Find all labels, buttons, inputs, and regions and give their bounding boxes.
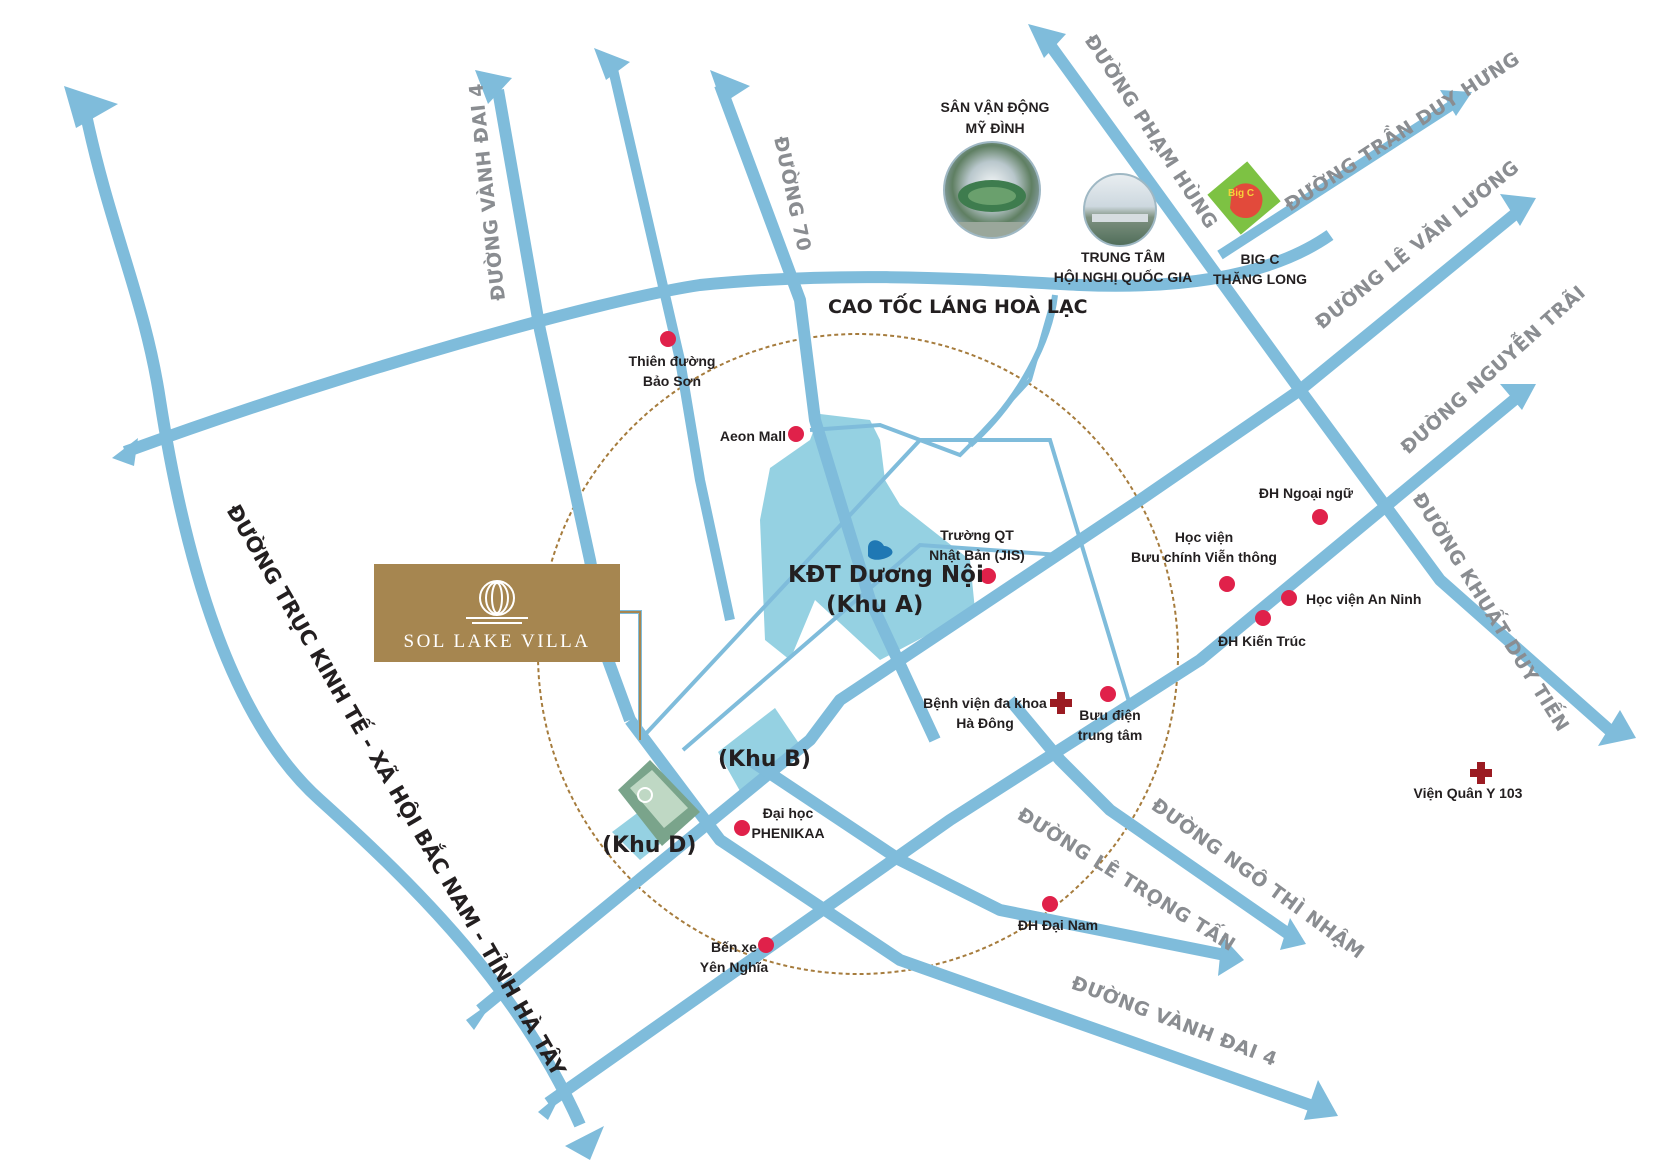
brand-logo-icon bbox=[466, 580, 528, 624]
road-truc-kinh-te bbox=[79, 108, 586, 1128]
label-khu-d: (Khu D) bbox=[602, 833, 696, 858]
label-nguyen-trai: ĐƯỜNG NGUYỄN TRÃI bbox=[1393, 278, 1590, 459]
road-lang-hoa-lac bbox=[122, 230, 1334, 458]
brand-name: SOL LAKE VILLA bbox=[404, 631, 591, 652]
road-ngo-thi-nham bbox=[1005, 696, 1294, 940]
label-vien-quan-y: Viện Quân Y 103 bbox=[1414, 785, 1523, 801]
poi-kien-truc-dot bbox=[1255, 610, 1271, 626]
poi-buu-chinh-dot bbox=[1219, 576, 1235, 592]
label-stadium-2: MỸ ĐÌNH bbox=[965, 119, 1024, 136]
road-nguyen-trai bbox=[544, 390, 1524, 1108]
poi-jis-dot bbox=[980, 568, 996, 584]
label-aeon: Aeon Mall bbox=[720, 428, 786, 444]
lake-icon bbox=[868, 540, 893, 560]
label-lang-hoa-lac: CAO TỐC LÁNG HOÀ LẠC bbox=[828, 292, 1088, 318]
label-benh-vien-2: Hà Đông bbox=[956, 715, 1014, 731]
bigc-logo-text: Big C bbox=[1228, 188, 1254, 199]
poi-ben-xe-dot bbox=[758, 937, 774, 953]
label-buu-dien-2: trung tâm bbox=[1078, 727, 1143, 743]
road-thin-north bbox=[607, 63, 735, 622]
label-ngo-thi-nham: ĐƯỜNG NGÔ THÌ NHẬM bbox=[1147, 793, 1370, 964]
poi-aeon-dot bbox=[788, 426, 804, 442]
hospital-ha-dong-icon bbox=[1050, 692, 1072, 714]
poi-dots bbox=[660, 331, 1328, 953]
road-le-trong-tan bbox=[746, 755, 1227, 961]
label-buu-chinh-1: Học viện bbox=[1175, 529, 1233, 545]
label-khuat-duy-tien: ĐƯỜNG KHUẤT DUY TIẾN bbox=[1408, 487, 1577, 736]
poi-buu-dien-dot bbox=[1100, 686, 1116, 702]
label-an-ninh: Học viện An Ninh bbox=[1306, 591, 1421, 607]
label-jis-2: Nhật Bản (JIS) bbox=[929, 547, 1025, 563]
bigc-logo bbox=[1207, 161, 1281, 235]
road-le-van-luong bbox=[476, 205, 1524, 1015]
label-khu-b: (Khu B) bbox=[718, 747, 811, 772]
label-buu-dien-1: Bưu điện bbox=[1079, 707, 1140, 723]
label-ben-xe-1: Bến xe bbox=[711, 939, 757, 955]
label-benh-vien-1: Bệnh viện đa khoa bbox=[923, 695, 1047, 711]
label-convention-2: HỘI NGHỊ QUỐC GIA bbox=[1054, 268, 1192, 285]
road-vanh-dai-4-north bbox=[492, 88, 636, 723]
hospital-103-icon bbox=[1470, 762, 1492, 784]
label-stadium-1: SÂN VẬN ĐỘNG bbox=[941, 98, 1050, 115]
zone-khu-a bbox=[760, 414, 975, 660]
poi-bao-son-dot bbox=[660, 331, 676, 347]
label-khu-a-line1: KĐT Dương Nội bbox=[788, 562, 984, 588]
roads bbox=[64, 24, 1636, 1160]
label-kien-truc: ĐH Kiến Trúc bbox=[1218, 633, 1306, 649]
khu-d-site-plan bbox=[618, 760, 700, 846]
poi-phenikaa-dot bbox=[734, 820, 750, 836]
label-bao-son-1: Thiên đường bbox=[629, 353, 716, 369]
poi-dai-nam-dot bbox=[1042, 896, 1058, 912]
road-pham-hung bbox=[1040, 34, 1619, 740]
label-ben-xe-2: Yên Nghĩa bbox=[700, 959, 769, 975]
label-khu-a-line2: (Khu A) bbox=[826, 592, 923, 618]
label-ngoai-ngu: ĐH Ngoại ngữ bbox=[1259, 485, 1354, 501]
brand-box: SOL LAKE VILLA bbox=[374, 564, 620, 662]
road-duong-70 bbox=[714, 82, 941, 743]
label-convention-1: TRUNG TÂM bbox=[1081, 248, 1165, 265]
label-bigc-1: BIG C bbox=[1241, 251, 1280, 267]
poi-an-ninh-dot bbox=[1281, 590, 1297, 606]
label-phenikaa-2: PHENIKAA bbox=[751, 825, 824, 841]
poi-ngoai-ngu-dot bbox=[1312, 509, 1328, 525]
label-phenikaa-1: Đại học bbox=[763, 805, 814, 821]
label-jis-1: Trường QT bbox=[940, 527, 1014, 543]
zone-khu-b bbox=[718, 708, 800, 800]
road-vanh-dai-4-south bbox=[625, 716, 1313, 1111]
label-buu-chinh-2: Bưu chính Viễn thông bbox=[1131, 549, 1277, 565]
road-tran-duy-hung bbox=[1217, 95, 1463, 260]
brand-connector bbox=[619, 611, 641, 740]
label-bao-son-2: Bảo Sơn bbox=[643, 373, 701, 389]
label-dai-nam: ĐH Đại Nam bbox=[1018, 917, 1098, 933]
convention-photo bbox=[1084, 174, 1156, 246]
label-bigc-2: THĂNG LONG bbox=[1213, 271, 1307, 287]
